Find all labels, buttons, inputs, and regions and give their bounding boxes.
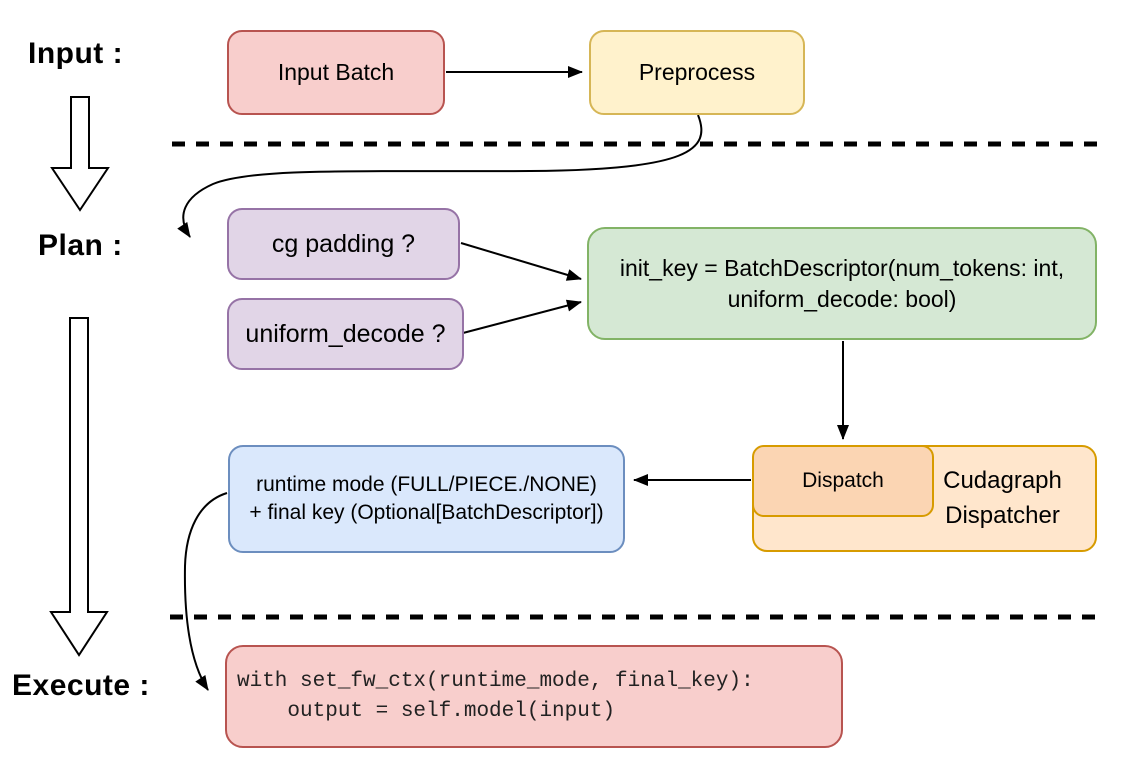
- node-execute-code: with set_fw_ctx(runtime_mode, final_key)…: [225, 645, 843, 748]
- node-preprocess-label: Preprocess: [638, 59, 756, 86]
- curve-preprocess-to-cgpadding: [177, 114, 703, 238]
- node-dispatch-label: Dispatch: [802, 469, 884, 493]
- node-cudagraph-dispatcher-label: Cudagraph Dispatcher: [943, 466, 1062, 529]
- node-dispatch: Dispatch: [752, 445, 934, 517]
- arrow-cgpadding-to-initkey: [460, 242, 582, 281]
- arrow-uniformdecode-to-initkey: [462, 299, 582, 334]
- node-preprocess: Preprocess: [589, 30, 805, 115]
- node-cg-padding: cg padding ?: [227, 208, 460, 280]
- node-uniform-decode-label: uniform_decode ?: [245, 319, 446, 348]
- stage-label-plan: Plan :: [38, 229, 123, 262]
- down-block-arrow-input: [50, 96, 110, 212]
- stage-label-input: Input :: [28, 37, 124, 70]
- node-input-batch: Input Batch: [227, 30, 445, 115]
- node-runtime-mode: runtime mode (FULL/PIECE./NONE) + final …: [228, 445, 625, 553]
- node-init-key: init_key = BatchDescriptor(num_tokens: i…: [587, 227, 1097, 340]
- execute-code-line2: output = self.model(input): [237, 699, 616, 723]
- curve-runtimemode-to-execute: [183, 492, 228, 691]
- node-init-key-line2: uniform_decode: bool): [727, 285, 957, 312]
- node-runtime-mode-line2: + final key (Optional[BatchDescriptor]): [249, 501, 604, 524]
- node-init-key-line1: init_key = BatchDescriptor(num_tokens: i…: [619, 255, 1065, 282]
- node-runtime-mode-line1: runtime mode (FULL/PIECE./NONE): [256, 473, 597, 497]
- node-input-batch-label: Input Batch: [277, 59, 395, 86]
- down-block-arrow-plan: [49, 317, 109, 657]
- node-cg-padding-label: cg padding ?: [271, 229, 416, 258]
- node-uniform-decode: uniform_decode ?: [227, 298, 464, 370]
- execute-code-line1: with set_fw_ctx(runtime_mode, final_key)…: [237, 669, 754, 693]
- stage-label-execute: Execute :: [12, 669, 150, 702]
